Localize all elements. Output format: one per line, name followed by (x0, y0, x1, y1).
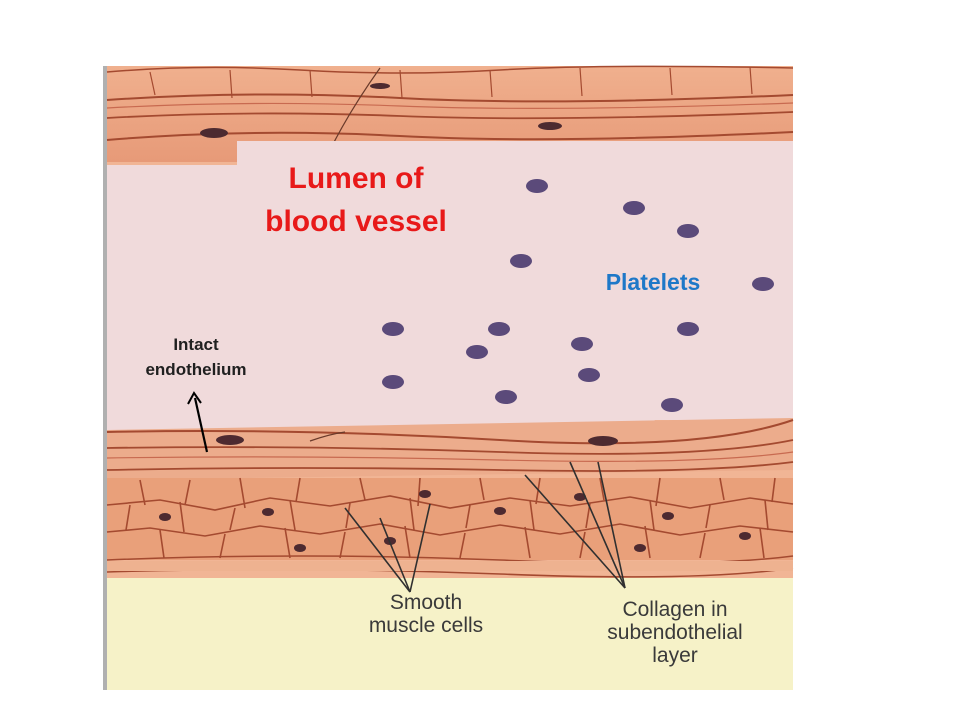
endothelium-label-line2: endothelium (145, 360, 246, 379)
callout-lines (344, 461, 626, 593)
platelet (466, 345, 488, 359)
adventitia-layer (107, 578, 793, 690)
platelets-label: Platelets (606, 269, 701, 295)
nucleus (419, 490, 431, 498)
lumen-label-line2: blood vessel (265, 205, 447, 238)
collagen-label-line2: subendothelial (607, 621, 742, 644)
platelet (677, 322, 699, 336)
nucleus (370, 83, 390, 89)
nucleus (634, 544, 646, 552)
platelet (382, 322, 404, 336)
platelet (488, 322, 510, 336)
nucleus (294, 544, 306, 552)
lower-vessel-wall (106, 418, 794, 480)
platelet (677, 224, 699, 238)
platelet (510, 254, 532, 268)
nucleus (588, 436, 618, 446)
collagen-label-line3: layer (652, 644, 698, 667)
platelet (571, 337, 593, 351)
smooth-muscle-label-line2: muscle cells (369, 614, 483, 637)
vessel-lumen (107, 141, 793, 432)
nucleus (200, 128, 228, 138)
figure-left-edge (103, 66, 107, 690)
platelet (526, 179, 548, 193)
nucleus (159, 513, 171, 521)
lumen-label-line1: Lumen of (289, 162, 425, 195)
smooth-muscle-label-line1: Smooth (390, 591, 462, 614)
nucleus (262, 508, 274, 516)
nucleus (216, 435, 244, 445)
platelet (578, 368, 600, 382)
platelet (495, 390, 517, 404)
nucleus (662, 512, 674, 520)
platelet (752, 277, 774, 291)
endothelium-label-line1: Intact (173, 335, 219, 354)
platelet (382, 375, 404, 389)
nucleus (538, 122, 562, 130)
nucleus (574, 493, 586, 501)
collagen-label-line1: Collagen in (622, 598, 727, 621)
endothelium-arrow (187, 391, 209, 453)
platelet (661, 398, 683, 412)
platelets-group (382, 179, 774, 412)
nucleus (494, 507, 506, 515)
nucleus (739, 532, 751, 540)
platelet (623, 201, 645, 215)
smooth-muscle-layer (106, 477, 794, 578)
